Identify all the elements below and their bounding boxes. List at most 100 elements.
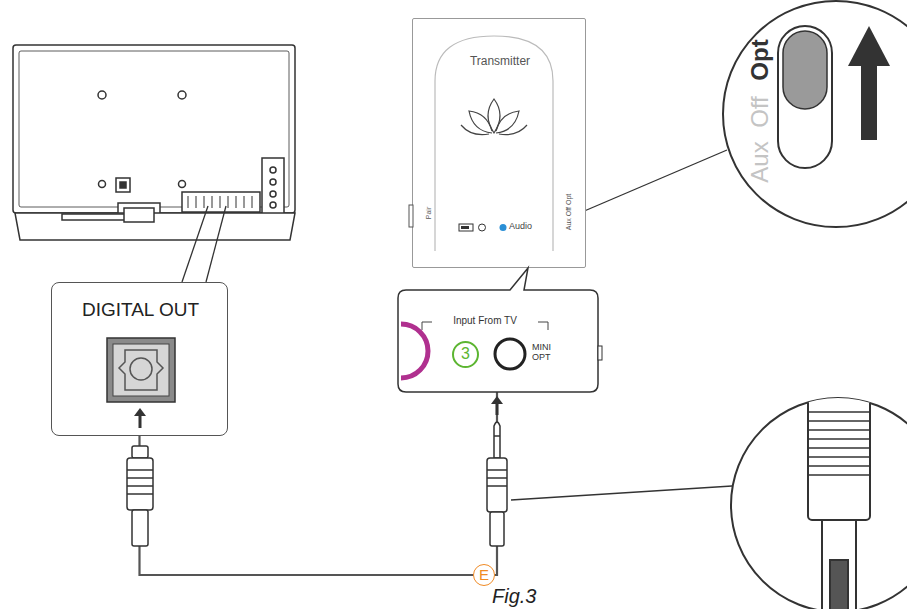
transmitter-device-outline	[459, 224, 473, 231]
zoom-circle	[832, 301, 846, 395]
port-callout-text: MINI OPT	[532, 342, 564, 363]
tv-back	[15, 213, 295, 240]
leader-line	[182, 206, 226, 282]
switch-zoom-text: Aux	[746, 141, 774, 182]
tv-back	[188, 196, 189, 208]
transmitter-device-outline	[409, 205, 413, 227]
zoom-circle	[808, 420, 870, 422]
optical-port	[107, 338, 175, 402]
leader-line	[511, 486, 732, 500]
tv-back	[19, 51, 289, 207]
transmitter-device-outline	[496, 111, 519, 133]
switch-zoom-outline	[861, 62, 877, 140]
optical-cable	[140, 392, 498, 575]
tv-back	[188, 196, 252, 208]
optical-plug	[127, 446, 153, 546]
switch-label: Aux Off Opt	[565, 194, 573, 230]
port-callout-text: Input From TV	[432, 315, 538, 327]
transmitter-device-outline	[488, 99, 500, 133]
tv-back	[179, 181, 186, 188]
transmitter-device-outline	[500, 224, 507, 231]
mini-optical-plug	[487, 422, 507, 546]
optical-port	[107, 338, 175, 402]
optical-plug	[127, 469, 153, 471]
mini-optical-plug	[487, 458, 507, 512]
leader-line	[182, 206, 208, 282]
zoom-circle	[808, 474, 870, 476]
callout-number-outline	[453, 342, 478, 367]
tv-back	[196, 196, 197, 208]
mini-optical-plug	[487, 469, 507, 471]
mini-optical-plug	[494, 422, 500, 458]
callout-letter: E	[473, 564, 495, 586]
callout-box-text: DIGITAL OUT	[52, 299, 229, 321]
figure-caption: Fig.3	[492, 585, 536, 607]
tv-back	[13, 45, 295, 213]
mini-optical-plug	[487, 485, 507, 487]
zoom-circle	[808, 438, 870, 440]
zoom-circle	[808, 412, 870, 475]
optical-port	[119, 350, 163, 390]
transmitter-device-text: Audio	[509, 221, 683, 231]
zoom-circle	[808, 465, 870, 467]
tv-back	[252, 196, 253, 208]
zoom-circle	[808, 301, 870, 609]
insert-arrow	[491, 396, 503, 404]
leader-line	[206, 206, 226, 282]
zoom-circle	[808, 456, 870, 458]
transmitter-device-outline	[461, 99, 527, 135]
callout-number-text: 3	[452, 345, 479, 363]
tv-back	[98, 91, 106, 99]
optical-port	[113, 344, 169, 396]
switch-zoom-outline	[783, 31, 827, 109]
transmitter-device: TransmitterAudio	[412, 18, 586, 268]
insert-arrow	[134, 396, 503, 428]
zoom-circle	[808, 411, 870, 413]
leader-line	[582, 150, 727, 212]
tv-back	[120, 182, 126, 188]
tv-back	[270, 167, 276, 173]
switch-zoom-outline	[723, 1, 907, 227]
transmitter-device-outline	[461, 226, 469, 229]
transmitter-device-text: Transmitter	[413, 55, 587, 69]
tv-back	[99, 181, 106, 188]
tv-back	[212, 196, 213, 208]
callout-box: DIGITAL OUT	[51, 282, 228, 436]
switch-zoom-text: Off	[746, 96, 774, 128]
tv-back	[178, 91, 186, 99]
insert-arrow	[139, 414, 142, 428]
tv-back	[62, 214, 132, 220]
port-callout: 3 Input From TV MINI OPT	[398, 266, 598, 392]
tv-back	[270, 202, 276, 208]
tv-back	[116, 178, 130, 192]
tv-back	[124, 208, 154, 222]
switch-zoom-outline	[848, 26, 890, 66]
mini-optical-plug	[490, 512, 504, 546]
callout-number: 3	[452, 341, 479, 368]
tv-back	[270, 191, 276, 197]
tv-back	[13, 45, 295, 240]
optical-plug	[127, 493, 153, 495]
button-label: Pair	[425, 207, 433, 219]
switch-zoom: OptOffAux	[722, 0, 907, 228]
tv-back	[204, 196, 205, 208]
switch-zoom-outline	[778, 26, 832, 168]
tv-back	[262, 158, 284, 214]
port-callout-outline	[598, 346, 602, 360]
zoom-circle	[808, 447, 870, 449]
transmitter-device-outline	[461, 125, 489, 135]
transmitter-device-outline	[435, 36, 553, 251]
mini-optical-plug	[494, 435, 500, 437]
optical-plug	[127, 458, 153, 510]
port-callout-outline	[398, 266, 598, 392]
zoom-circle	[832, 344, 846, 346]
zoom-circle	[808, 395, 870, 520]
optical-plug	[127, 477, 153, 479]
transmitter-device-outline	[469, 111, 492, 133]
mini-optical-plug	[487, 477, 507, 479]
optical-plug	[127, 485, 153, 487]
port-callout-outline	[398, 268, 598, 392]
zoom-circle	[830, 560, 848, 609]
tv-back	[236, 196, 237, 208]
